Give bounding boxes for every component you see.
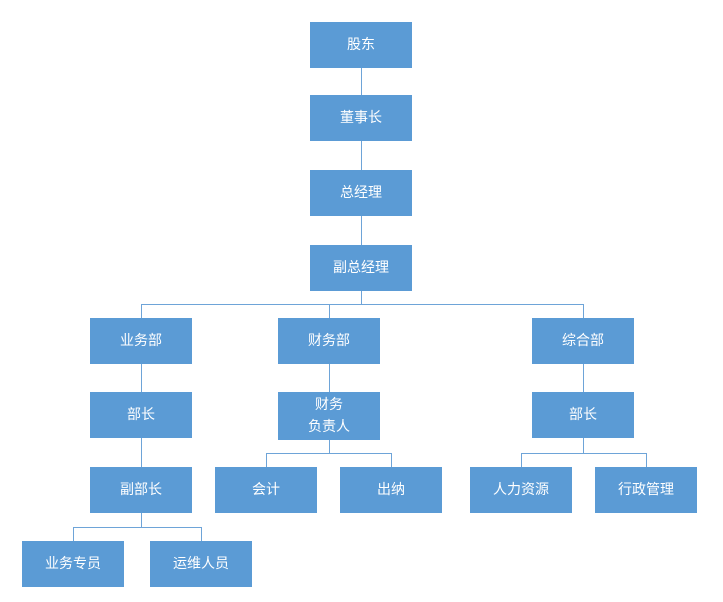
org-node-admin-management: 行政管理 xyxy=(595,467,697,513)
connector-line xyxy=(329,440,330,454)
connector-line xyxy=(141,513,142,528)
connector-line xyxy=(73,527,202,528)
org-node-finance-dept: 财务部 xyxy=(278,318,380,364)
org-node-human-resources: 人力资源 xyxy=(470,467,572,513)
connector-line xyxy=(361,216,362,245)
connector-line xyxy=(201,527,202,541)
org-node-cashier: 出纳 xyxy=(340,467,442,513)
connector-line xyxy=(329,304,330,318)
org-node-chairman: 董事长 xyxy=(310,95,412,141)
org-node-business-specialist: 业务专员 xyxy=(22,541,124,587)
connector-line xyxy=(141,304,142,318)
connector-line xyxy=(521,453,522,467)
org-node-business-minister: 部长 xyxy=(90,392,192,438)
org-node-general-dept: 综合部 xyxy=(532,318,634,364)
connector-line xyxy=(329,364,330,392)
connector-line xyxy=(583,438,584,454)
org-node-general-minister: 部长 xyxy=(532,392,634,438)
org-node-ops-staff: 运维人员 xyxy=(150,541,252,587)
connector-line xyxy=(361,141,362,170)
connector-line xyxy=(361,68,362,95)
connector-line xyxy=(646,453,647,467)
connector-line xyxy=(266,453,392,454)
connector-line xyxy=(583,304,584,318)
connector-line xyxy=(583,364,584,392)
org-node-general-manager: 总经理 xyxy=(310,170,412,216)
connector-line xyxy=(141,364,142,392)
org-node-accountant: 会计 xyxy=(215,467,317,513)
connector-line xyxy=(521,453,647,454)
connector-line xyxy=(141,304,584,305)
connector-line xyxy=(73,527,74,541)
org-node-shareholders: 股东 xyxy=(310,22,412,68)
org-node-deputy-minister: 副部长 xyxy=(90,467,192,513)
org-node-business-dept: 业务部 xyxy=(90,318,192,364)
connector-line xyxy=(266,453,267,467)
org-node-deputy-general-manager: 副总经理 xyxy=(310,245,412,291)
connector-line xyxy=(391,453,392,467)
org-node-finance-head: 财务 负责人 xyxy=(278,392,380,440)
connector-line xyxy=(361,291,362,305)
connector-line xyxy=(141,438,142,467)
